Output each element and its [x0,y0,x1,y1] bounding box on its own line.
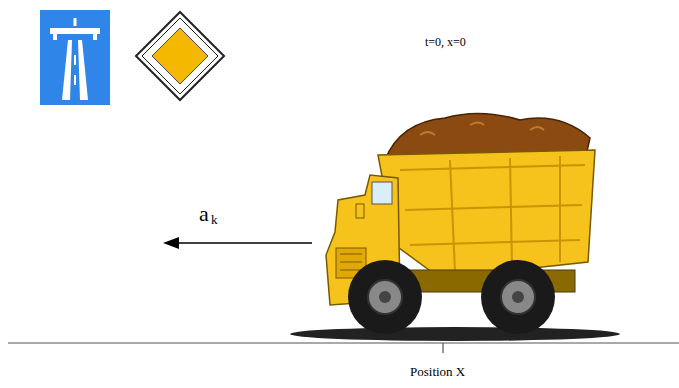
ground-line [8,342,679,343]
acceleration-subscript: k [211,213,218,226]
priority-road-sign [136,12,224,100]
acceleration-symbol: a [199,203,209,225]
position-label: Position X [410,365,465,378]
acceleration-arrow [163,237,312,249]
time-position-note: t=0, x=0 [425,36,466,48]
motorway-sign [40,10,110,105]
position-tick [442,343,443,353]
dump-truck [290,113,620,341]
